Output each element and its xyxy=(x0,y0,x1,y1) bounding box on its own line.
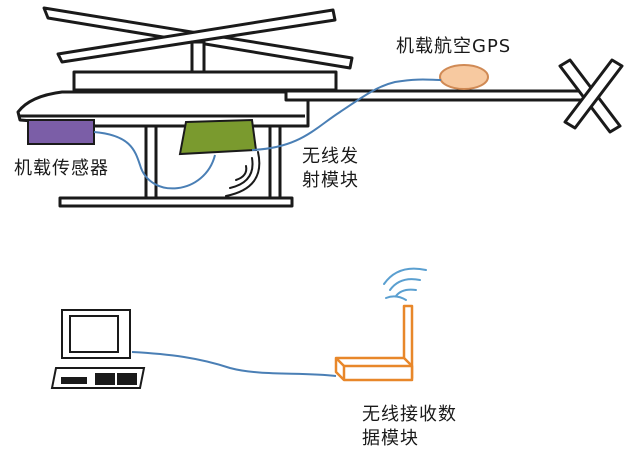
gps-module xyxy=(439,64,489,90)
wireless-transmitter xyxy=(178,118,258,156)
receiver-label-line2: 据模块 xyxy=(362,428,419,449)
gear-strut-right xyxy=(268,124,282,202)
receiver-signal-waves-icon xyxy=(383,267,427,301)
landing-skid xyxy=(58,196,294,208)
laptop-screen xyxy=(69,315,119,353)
laptop-drive xyxy=(61,377,87,384)
gps-label: 机载航空GPS xyxy=(396,36,512,57)
receiver-box xyxy=(334,356,414,382)
wireless-receiver-icon xyxy=(334,304,414,382)
signal-waves-icon xyxy=(225,151,261,197)
transmitter-label-line1: 无线发 xyxy=(302,146,359,167)
fuselage-top xyxy=(72,70,338,92)
laptop-icon xyxy=(50,309,146,389)
laptop-slot-1 xyxy=(95,373,115,385)
cable-transmitter-to-gps xyxy=(251,78,442,151)
helicopter xyxy=(16,6,624,208)
cables xyxy=(93,78,442,190)
laptop-slot-2 xyxy=(117,373,137,385)
tail-rotor-blade-2 xyxy=(563,58,624,130)
sensor-label: 机载传感器 xyxy=(14,158,109,179)
cable-laptop-to-receiver xyxy=(131,351,337,377)
onboard-sensor xyxy=(27,119,95,145)
transmitter-label-line2: 射模块 xyxy=(302,170,359,191)
cable-sensor-to-transmitter xyxy=(93,131,216,190)
gear-strut-left xyxy=(144,124,158,202)
receiver-label-line1: 无线接收数 xyxy=(362,404,457,425)
rotor-blade-2 xyxy=(56,8,337,64)
tail-boom xyxy=(284,89,596,102)
